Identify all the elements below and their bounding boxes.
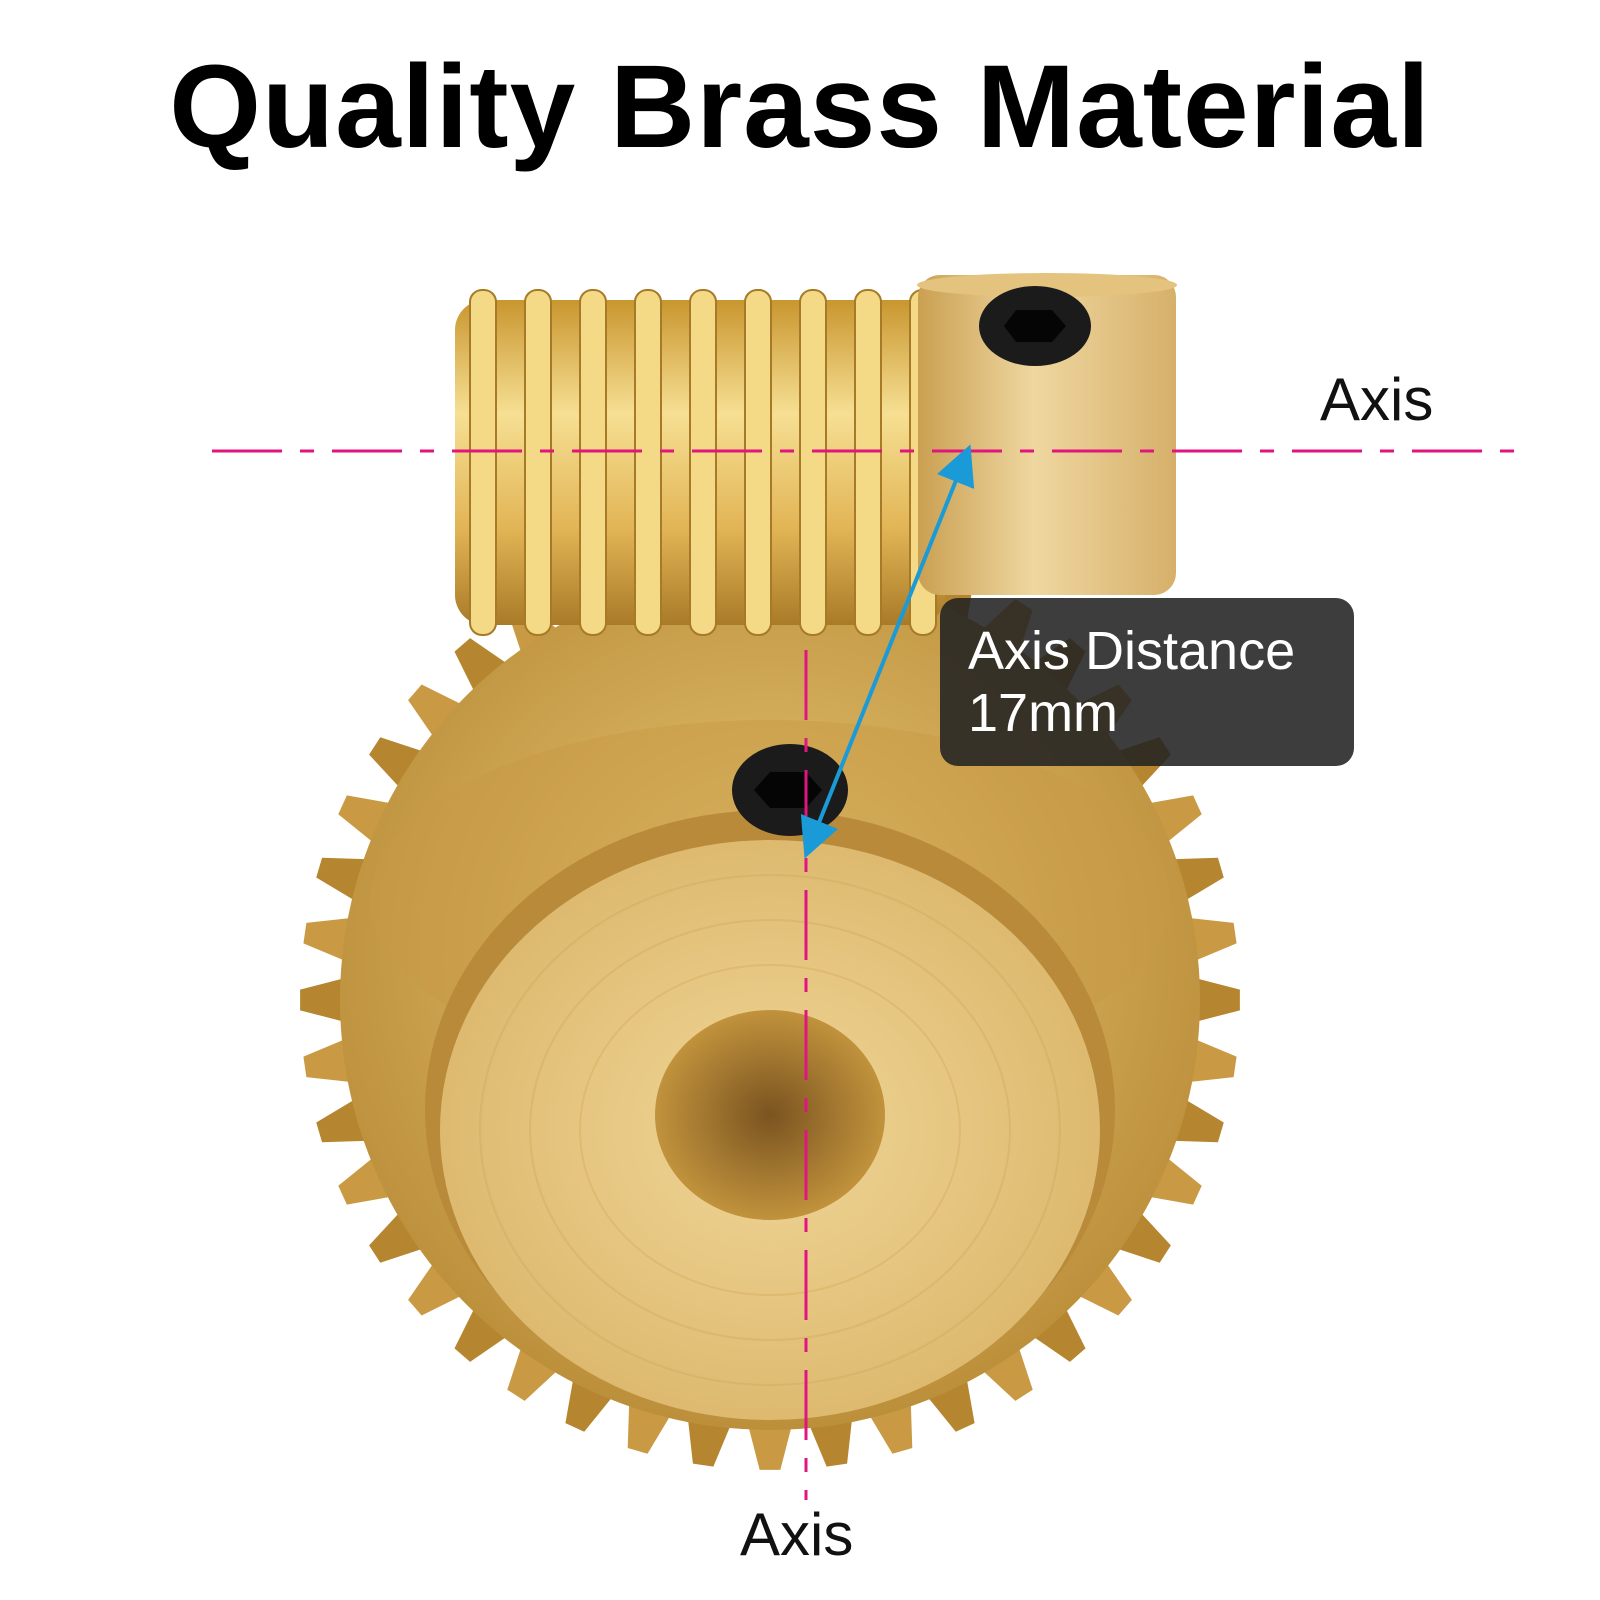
gear-tooth [1186, 1038, 1237, 1083]
worm-thread [799, 289, 827, 636]
axis-distance-label: Axis Distance [968, 621, 1296, 681]
worm-thread [689, 289, 717, 636]
gear-tooth [747, 1424, 793, 1470]
gear-tooth [454, 638, 509, 694]
gear-tooth [687, 1416, 732, 1467]
gear-tooth [1031, 1306, 1086, 1362]
gear-tooth [1115, 1210, 1171, 1263]
gear-tooth [369, 1210, 425, 1263]
gear-tooth [507, 1345, 560, 1401]
gear-tooth [408, 684, 464, 739]
gear-tooth [1186, 917, 1237, 962]
worm-thread [469, 289, 497, 636]
worm-thread [854, 289, 882, 636]
horizontal-axis-label: Axis [1320, 366, 1434, 433]
vertical-axis-label: Axis [740, 1501, 854, 1568]
gear-tooth [408, 1261, 464, 1316]
axis-distance-callout: Axis Distance 17mm [940, 598, 1354, 766]
gear-tooth [1076, 1261, 1132, 1316]
gear-tooth [369, 737, 425, 790]
gear-tooth [300, 977, 346, 1023]
worm-thread [744, 289, 772, 636]
worm-thread [579, 289, 607, 636]
bore-hole [655, 1010, 885, 1220]
axis-distance-arrow [800, 444, 975, 859]
worm-collar [917, 273, 1177, 595]
worm-thread [634, 289, 662, 636]
gear-tooth [980, 1345, 1033, 1401]
gear-tooth [1194, 977, 1240, 1023]
worm-thread [524, 289, 552, 636]
axis-distance-value: 17mm [968, 683, 1119, 743]
gear-tooth [303, 1038, 354, 1083]
page-title: Quality Brass Material [169, 41, 1431, 173]
gear-tooth [303, 917, 354, 962]
gear-tooth [808, 1416, 853, 1467]
gear-tooth [454, 1306, 509, 1362]
worm-shaft [455, 289, 945, 636]
